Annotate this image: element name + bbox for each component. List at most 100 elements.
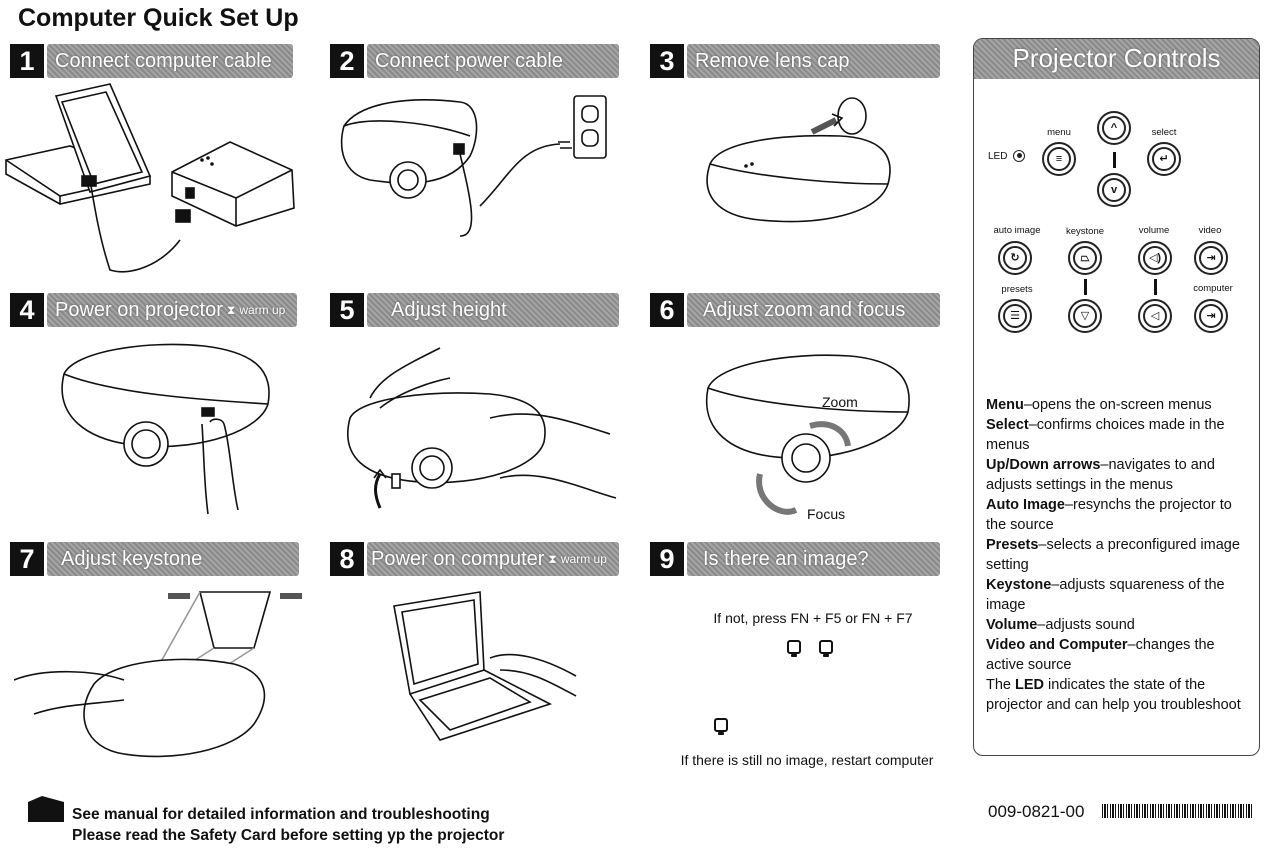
step-4-label: Power on projector <box>55 298 223 321</box>
step-7-header: Adjust keystone <box>47 542 299 576</box>
description-item: Up/Down arrows–navigates to and adjusts … <box>986 457 1215 493</box>
speaker-loud-icon: ◁) <box>1143 246 1167 270</box>
hourglass-icon: ⧗ <box>226 302 236 317</box>
up-arrow-button[interactable]: ^ <box>1097 111 1131 145</box>
step-9-header: Is there an image? <box>687 542 940 576</box>
step-2-label: Connect power cable <box>375 49 563 72</box>
step-9-number: 9 <box>650 542 684 576</box>
select-label: select <box>1151 127 1177 138</box>
volume-up-button[interactable]: ◁) <box>1138 241 1172 275</box>
step-7-illustration <box>14 584 304 770</box>
hourglass-icon: ⧗ <box>548 551 557 566</box>
divider <box>1154 279 1157 295</box>
inverted-trapezoid-icon: ▽ <box>1073 304 1097 328</box>
video-button[interactable]: ⇥ <box>1194 241 1228 275</box>
step-4-header: Power on projector⧗warm up <box>47 293 297 327</box>
description-item: Presets–selects a preconfigured image se… <box>986 537 1240 573</box>
step-4-tag: warm up <box>239 303 286 317</box>
description-item: Keystone–adjusts squareness of the image <box>986 577 1225 613</box>
keystone-up-button[interactable]: ⏢ <box>1068 241 1102 275</box>
divider <box>1113 152 1116 168</box>
footer-safety-note: Please read the Safety Card before setti… <box>72 827 505 844</box>
step-2-header: Connect power cable <box>367 44 619 78</box>
step-3-header: Remove lens cap <box>687 44 940 78</box>
computer-button[interactable]: ⇥ <box>1194 299 1228 333</box>
projector-controls-panel: Projector Controls LED menu ≡ ^ v select… <box>973 38 1260 756</box>
step-2-number: 2 <box>330 44 364 78</box>
step-3-illustration <box>700 94 900 234</box>
auto-image-button[interactable]: ↻ <box>998 241 1032 275</box>
led-description: The LED indicates the state of the proje… <box>986 677 1241 713</box>
divider <box>1084 279 1087 295</box>
menu-icon: ≡ <box>1047 147 1071 171</box>
description-item: Auto Image–resynchs the projector to the… <box>986 497 1232 533</box>
step-3-number: 3 <box>650 44 684 78</box>
keystone-label: keystone <box>1065 226 1105 237</box>
step-1-header: Connect computer cable <box>47 44 293 78</box>
led-label: LED <box>988 151 1008 162</box>
step-2-illustration <box>330 86 620 256</box>
step-1-number: 1 <box>10 44 44 78</box>
book-icon <box>28 796 64 827</box>
computer-label: computer <box>1193 283 1233 294</box>
step-4-number: 4 <box>10 293 44 327</box>
step-5-header: Adjust height <box>367 293 619 327</box>
presets-label: presets <box>1001 284 1033 295</box>
source-input-icon: ⇥ <box>1199 246 1223 270</box>
step-8-number: 8 <box>330 542 364 576</box>
step-6-number: 6 <box>650 293 684 327</box>
step-8-header: Power on computer⧗warm up <box>367 542 619 576</box>
enter-icon: ↵ <box>1152 147 1176 171</box>
trapezoid-icon: ⏢ <box>1073 246 1097 270</box>
page-title: Computer Quick Set Up <box>18 4 299 32</box>
step-7-number: 7 <box>10 542 44 576</box>
led-indicator-icon <box>1013 150 1025 162</box>
menu-label: menu <box>1047 127 1071 138</box>
step-5-label: Adjust height <box>391 298 507 321</box>
step-1-label: Connect computer cable <box>55 49 272 72</box>
controls-title: Projector Controls <box>974 39 1259 79</box>
step-9-label: Is there an image? <box>703 547 869 570</box>
presets-button[interactable]: ☰ <box>998 299 1032 333</box>
step-6-header: Adjust zoom and focus <box>687 293 940 327</box>
laptop-key-icon <box>819 640 833 657</box>
focus-label: Focus <box>807 506 846 522</box>
step-9-restart: If there is still no image, restart comp… <box>680 752 934 768</box>
step-1-illustration <box>0 80 310 280</box>
step-5-number: 5 <box>330 293 364 327</box>
down-arrow-button[interactable]: v <box>1097 173 1131 207</box>
list-icon: ☰ <box>1003 304 1027 328</box>
control-descriptions: Menu–opens the on-screen menus Select–co… <box>986 395 1254 715</box>
step-5-illustration <box>340 338 620 520</box>
step-7-label: Adjust keystone <box>61 547 203 570</box>
video-label: video <box>1198 225 1222 236</box>
source-input-icon: ⇥ <box>1199 304 1223 328</box>
volume-down-button[interactable]: ◁ <box>1138 299 1172 333</box>
description-item: Video and Computer–changes the active so… <box>986 637 1215 673</box>
footer-manual-note: See manual for detailed information and … <box>72 806 490 823</box>
zoom-label: Zoom <box>822 394 858 410</box>
volume-label: volume <box>1138 225 1170 236</box>
chevron-down-icon: v <box>1102 178 1126 202</box>
select-button[interactable]: ↵ <box>1147 142 1181 176</box>
step-8-illustration <box>380 586 580 746</box>
auto-image-label: auto image <box>993 225 1041 236</box>
speaker-quiet-icon: ◁ <box>1143 304 1167 328</box>
description-item: Volume–adjusts sound <box>986 617 1135 633</box>
barcode <box>1102 804 1252 818</box>
description-item: Select–confirms choices made in the menu… <box>986 417 1225 453</box>
step-4-illustration <box>54 334 294 520</box>
description-item: Menu–opens the on-screen menus <box>986 397 1212 413</box>
menu-button[interactable]: ≡ <box>1042 142 1076 176</box>
step-6-illustration <box>700 338 920 524</box>
part-number: 009-0821-00 <box>988 802 1085 821</box>
laptop-key-icon <box>714 718 728 735</box>
laptop-key-icon <box>787 640 801 657</box>
keystone-down-button[interactable]: ▽ <box>1068 299 1102 333</box>
step-9-instruction: If not, press FN + F5 or FN + F7 <box>713 610 913 626</box>
refresh-icon: ↻ <box>1003 246 1027 270</box>
step-8-label: Power on computer <box>371 547 545 570</box>
chevron-up-icon: ^ <box>1102 116 1126 140</box>
step-3-label: Remove lens cap <box>695 49 850 72</box>
step-6-label: Adjust zoom and focus <box>703 298 906 321</box>
